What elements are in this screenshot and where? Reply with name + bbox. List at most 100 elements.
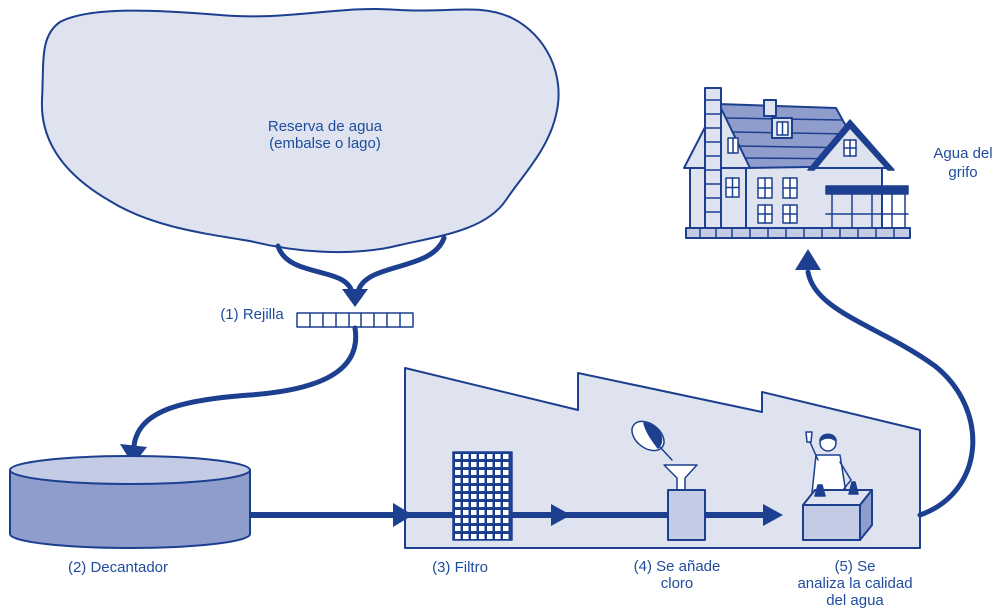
- decanter-label: (2) Decantador: [68, 559, 168, 576]
- lab-technician-hair: [819, 433, 837, 442]
- filter-cell: [463, 478, 469, 483]
- lab-test-tube: [805, 431, 813, 443]
- filter-cell: [503, 462, 509, 467]
- tap-water-label-line1: Agua del: [933, 145, 992, 162]
- arrowhead-to-grate: [342, 289, 368, 307]
- filter-cell: [503, 534, 509, 539]
- filter-cell: [479, 486, 485, 491]
- filter-cell: [455, 518, 461, 523]
- filter-cell: [455, 486, 461, 491]
- filter-cell: [463, 470, 469, 475]
- analysis-label-line3: del agua: [826, 592, 884, 609]
- filter-cell: [495, 526, 501, 531]
- house-window-mullions: [725, 121, 857, 224]
- filter-cell: [479, 534, 485, 539]
- filter-cell: [479, 502, 485, 507]
- treatment-plant-building: [404, 367, 921, 549]
- filter-cell: [503, 526, 509, 531]
- chlorine-dosing: [631, 420, 706, 541]
- filter-cell: [487, 462, 493, 467]
- lab-analysis: [802, 431, 873, 541]
- arrowhead-after-chlorine: [763, 504, 783, 526]
- arrowhead-to-decanter: [120, 444, 147, 465]
- filter-cell: [503, 510, 509, 515]
- filter-cell: [455, 470, 461, 475]
- chlorine-bottle-shading: [643, 422, 663, 449]
- filter-cell: [503, 518, 509, 523]
- filter-cell: [495, 534, 501, 539]
- filter-cell: [503, 470, 509, 475]
- filter-cell: [463, 502, 469, 507]
- filter-cell: [487, 470, 493, 475]
- filter-cell: [479, 518, 485, 523]
- decanter-tank: [9, 455, 251, 549]
- filter-cell: [455, 494, 461, 499]
- filter-cell: [455, 534, 461, 539]
- filter-cell: [487, 526, 493, 531]
- arrowhead-into-plant: [393, 503, 413, 527]
- house-foundation: [685, 227, 911, 239]
- filter-cell: [479, 526, 485, 531]
- filter-cell: [495, 518, 501, 523]
- house-foundation-stripes: [699, 227, 895, 239]
- filter-cell: [471, 510, 477, 515]
- decanter-top: [9, 455, 251, 485]
- filter-cell: [495, 486, 501, 491]
- filter-cell: [503, 454, 509, 459]
- house-cross-gable-roof-edge: [807, 119, 895, 171]
- filter-cell: [487, 518, 493, 523]
- lab-desk-front: [802, 504, 861, 541]
- filter-cell: [471, 462, 477, 467]
- reservoir-outflow-left: [275, 243, 355, 295]
- filter-cell: [479, 494, 485, 499]
- chlorine-label-line2: cloro: [661, 575, 694, 592]
- analysis-label-line2: analiza la calidad: [797, 575, 912, 592]
- filter-cell: [503, 486, 509, 491]
- flow-plant-to-house: [805, 269, 976, 518]
- reservoir-label-line2: (embalse o lago): [269, 135, 381, 152]
- house-chimney-right: [763, 99, 777, 117]
- lab-flasks: [814, 481, 859, 497]
- filter-cell: [471, 478, 477, 483]
- filter-cell: [487, 454, 493, 459]
- water-reservoir: [40, 8, 560, 254]
- filter-cell: [463, 454, 469, 459]
- filter-cell: [495, 454, 501, 459]
- filter-cell: [455, 502, 461, 507]
- house-porch-columns: [825, 193, 909, 229]
- house-chimney-bricks: [704, 99, 722, 213]
- filter-cell: [455, 526, 461, 531]
- filter-cell: [495, 502, 501, 507]
- filter-cell: [463, 526, 469, 531]
- filter-cell: [471, 518, 477, 523]
- filter-cell: [487, 502, 493, 507]
- grate: [296, 312, 414, 328]
- filter-cell: [463, 534, 469, 539]
- filter-cell: [503, 478, 509, 483]
- filter-cell: [455, 510, 461, 515]
- filter-cell: [479, 510, 485, 515]
- filter-cell: [463, 510, 469, 515]
- house-chimney-left: [704, 87, 722, 231]
- filter-cell: [479, 470, 485, 475]
- filter-label: (3) Filtro: [432, 559, 488, 576]
- filter-cell: [463, 486, 469, 491]
- grate-bars: [309, 312, 401, 328]
- filter-cell: [487, 486, 493, 491]
- filter-cell: [495, 510, 501, 515]
- filter-cell: [487, 494, 493, 499]
- filter-cell: [471, 526, 477, 531]
- filter-cell: [495, 478, 501, 483]
- chlorine-label-line1: (4) Se añade: [634, 558, 721, 575]
- filter-cell: [455, 462, 461, 467]
- filter-cell: [495, 470, 501, 475]
- analysis-label-line1: (5) Se: [835, 558, 876, 575]
- reservoir-label-line1: Reserva de agua: [268, 118, 383, 135]
- filter-cell: [495, 494, 501, 499]
- reservoir-outflow-right: [355, 235, 447, 295]
- filter: [452, 451, 513, 541]
- filter-cell: [495, 462, 501, 467]
- filter-cell: [471, 470, 477, 475]
- filter-cell: [463, 494, 469, 499]
- filter-cell: [455, 478, 461, 483]
